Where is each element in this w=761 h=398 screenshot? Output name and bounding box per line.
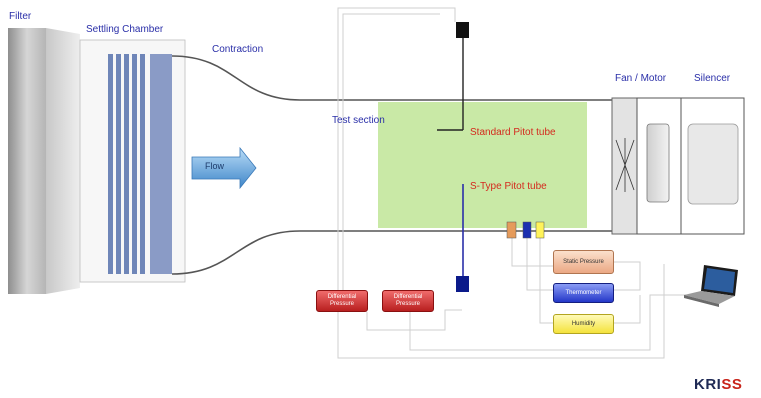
s-type-pitot-label: S-Type Pitot tube	[470, 181, 547, 192]
sensor-icon	[456, 22, 469, 38]
laptop-icon	[684, 265, 738, 307]
fan-motor	[611, 97, 682, 235]
contraction-label: Contraction	[212, 44, 264, 55]
filter-label: Filter	[9, 11, 32, 22]
silencer	[680, 97, 745, 235]
flow-arrow-icon	[191, 146, 257, 190]
standard-pitot-tube	[437, 22, 469, 131]
differential-pressure-1-box: Differential Pressure	[316, 290, 368, 312]
standard-pitot-label: Standard Pitot tube	[470, 127, 556, 138]
differential-pressure-2-box: Differential Pressure	[382, 290, 434, 312]
s-type-pitot-tube	[456, 184, 469, 292]
silencer-label: Silencer	[694, 73, 731, 84]
fan-motor-label: Fan / Motor	[615, 73, 667, 84]
logo-prefix: KRI	[694, 376, 722, 393]
thermometer-box: Thermometer	[553, 283, 614, 303]
test-section-label: Test section	[332, 115, 385, 126]
humidity-box: Humidity	[553, 314, 614, 334]
test-section	[378, 102, 587, 228]
filter	[8, 28, 80, 294]
contraction	[171, 55, 612, 275]
probe-sensors	[506, 221, 545, 239]
flow-label: Flow	[205, 161, 225, 171]
logo-highlight: SS	[721, 376, 743, 393]
wiring	[337, 7, 690, 359]
fan-icon	[615, 138, 635, 192]
settling-chamber	[79, 39, 186, 283]
kriss-logo: KRISS	[694, 376, 742, 393]
static-pressure-box: Static Pressure	[553, 250, 614, 274]
settling-chamber-label: Settling Chamber	[86, 24, 164, 35]
